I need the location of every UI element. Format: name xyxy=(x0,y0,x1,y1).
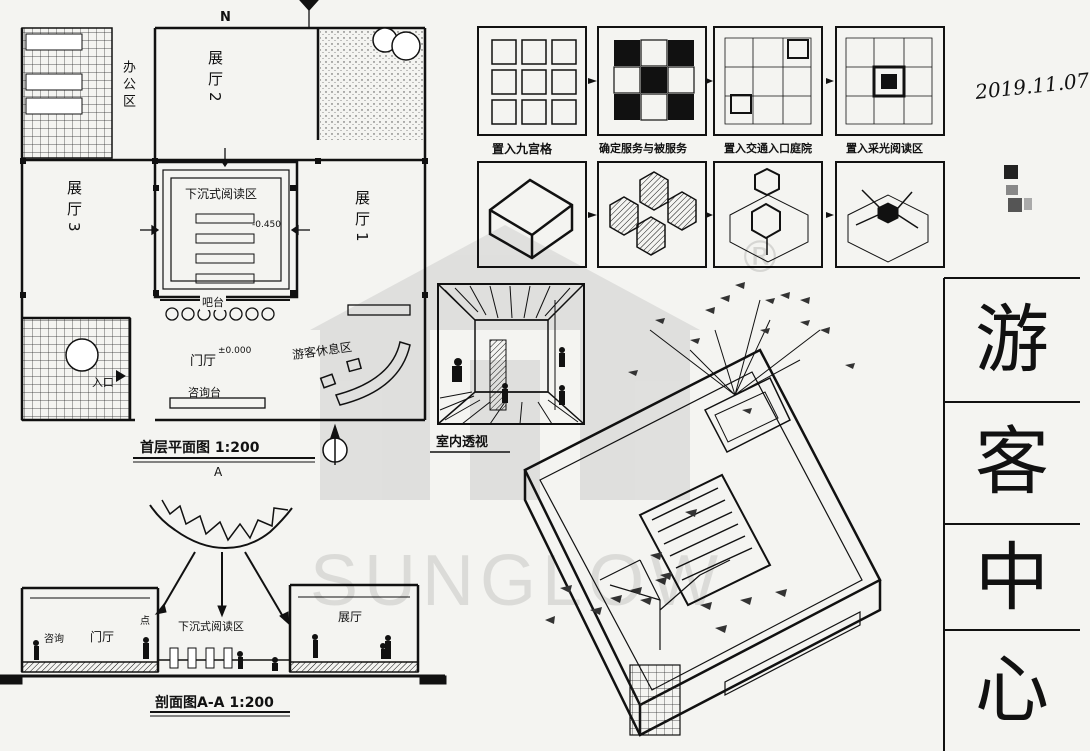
checkerboard-blocks xyxy=(614,40,694,120)
diagram-step3-label: 置入交通入口庭院 xyxy=(724,142,812,155)
title-char-4: 心 xyxy=(975,647,1049,733)
redaction-block xyxy=(1008,198,1022,212)
section-consult-label: 咨询 xyxy=(44,634,64,645)
north-arrow-icon xyxy=(322,423,348,465)
section-title: 剖面图A-A 1:200 xyxy=(155,695,274,711)
diagram-step2-label: 确定服务与被服务 xyxy=(599,142,687,155)
plan-office-label: 办公区 xyxy=(120,60,135,111)
concept-diagram-row1 xyxy=(477,26,945,136)
title-char-3: 中 xyxy=(975,535,1049,621)
plan-columns xyxy=(20,158,428,298)
plan-bar-label: 吧台 xyxy=(200,294,226,310)
section-point-label: 点 xyxy=(140,616,150,627)
redaction-block xyxy=(1006,185,1018,195)
diagram-step1-label: 置入九宫格 xyxy=(492,142,553,156)
interior-title: 室内透视 xyxy=(436,435,489,450)
redaction-block xyxy=(1024,198,1032,210)
section-lobby-label: 门厅 xyxy=(90,630,115,644)
section-hall-label: 展厅 xyxy=(338,610,363,624)
plan-entrance-label: 入口 xyxy=(92,376,114,389)
diagram-step4-label: 置入采光阅读区 xyxy=(846,142,923,155)
plan-level-mark: -0.450 xyxy=(252,220,282,230)
interior-perspective xyxy=(437,283,585,425)
plan-section-mark: A xyxy=(214,465,223,479)
section-sunken-label: 下沉式阅读区 xyxy=(178,620,244,633)
title-char-2: 客 xyxy=(975,419,1049,505)
plan-hall-2-label: 展厅2 xyxy=(206,50,224,108)
plan-title: 首层平面图 1:200 xyxy=(140,440,260,456)
watermark-text: SUNGLOW xyxy=(310,541,725,621)
redaction-block xyxy=(1004,165,1018,179)
plan-hall-3-label: 展厅3 xyxy=(65,180,83,238)
section-people xyxy=(33,634,391,671)
plan-hall-1-label: 展厅1 xyxy=(353,190,371,248)
trademark-symbol: ® xyxy=(738,232,782,283)
concept-diagram-row2 xyxy=(477,161,945,268)
section-drawing xyxy=(0,499,447,685)
plan-lounge-seating xyxy=(319,341,411,406)
plan-lobby-label: 门厅 xyxy=(190,354,217,369)
axonometric-building xyxy=(523,299,882,737)
title-panel xyxy=(943,277,1080,751)
plan-reception-label: 咨询台 xyxy=(188,386,221,399)
plan-sunken-reading-label: 下沉式阅读区 xyxy=(185,187,258,201)
plan-level-zero: ±0.000 xyxy=(218,346,252,356)
title-char-1: 游 xyxy=(975,297,1049,383)
plan-north-mark: N xyxy=(220,10,231,25)
